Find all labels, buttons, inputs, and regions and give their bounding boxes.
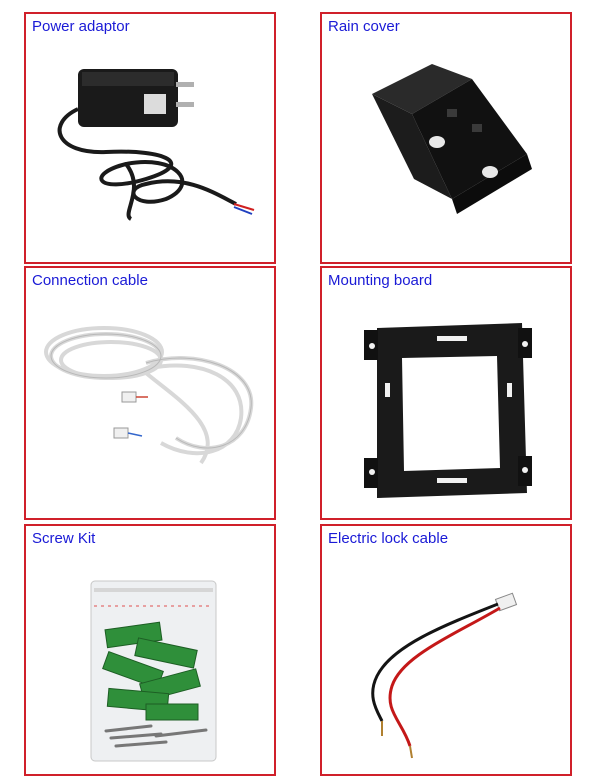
panel-rain-cover: Rain cover	[320, 12, 572, 264]
panel-mounting-board: Mounting board	[320, 266, 572, 520]
panel-label: Rain cover	[328, 18, 400, 35]
panel-power-adaptor: Power adaptor	[24, 12, 276, 264]
panel-label: Mounting board	[328, 272, 433, 289]
panel-label: Screw Kit	[32, 530, 96, 547]
electric-lock-cable-icon	[371, 592, 518, 759]
panel-label: Connection cable	[32, 272, 148, 289]
panel-label: Power adaptor	[32, 18, 130, 35]
panel-electric-lock-cable: Electric lock cable	[320, 524, 572, 776]
connection-cable-icon	[44, 326, 254, 465]
panel-connection-cable: Connection cable	[24, 266, 276, 520]
panel-screw-kit: Screw Kit	[24, 524, 276, 776]
panel-label: Electric lock cable	[328, 530, 449, 547]
mounting-board-icon	[364, 323, 532, 498]
power-adaptor-icon	[57, 69, 255, 221]
rain-cover-icon	[372, 64, 532, 214]
screw-kit-icon	[90, 580, 217, 762]
